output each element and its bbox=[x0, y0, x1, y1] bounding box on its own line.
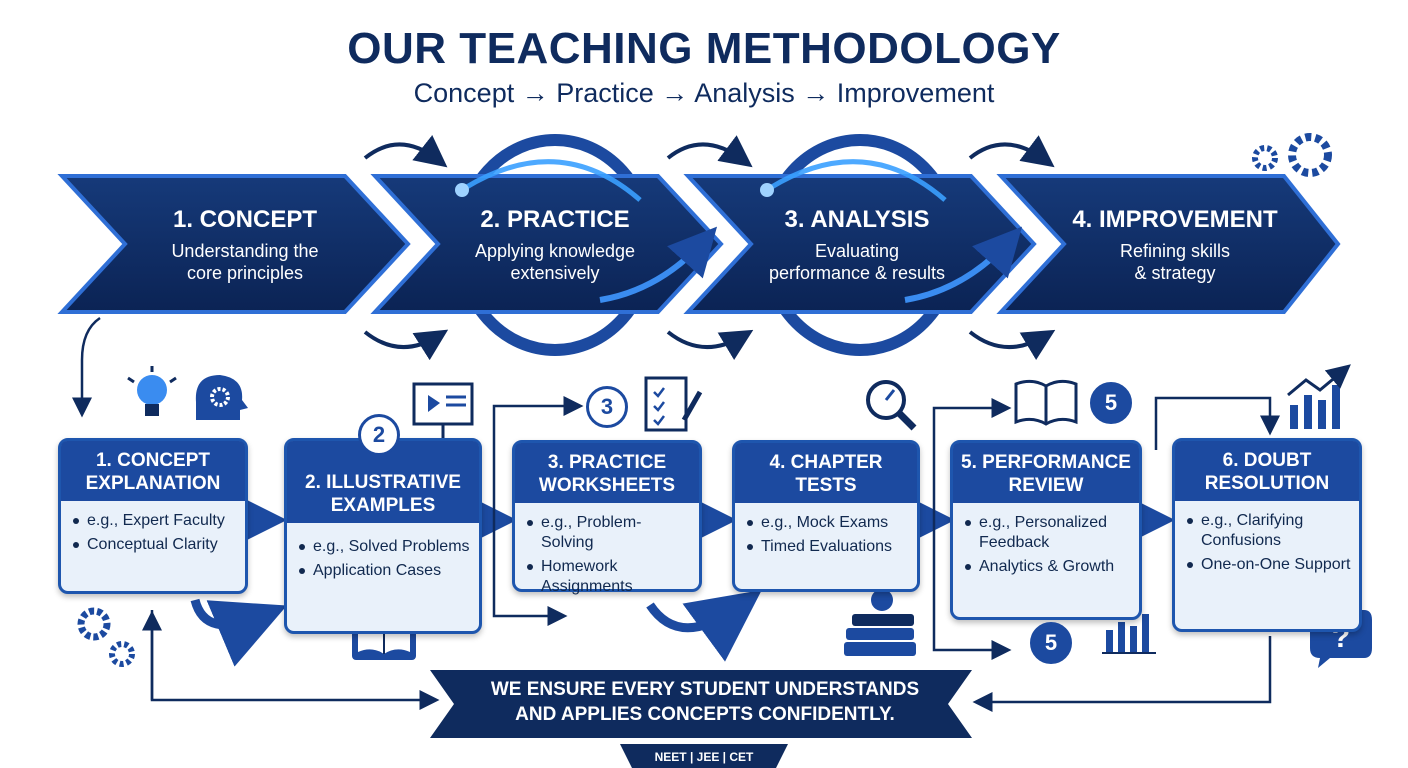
card-doubt-resolution: 6. DOUBT RESOLUTION e.g., Clarifying Con… bbox=[1172, 438, 1362, 632]
card-title: TESTS bbox=[795, 475, 857, 496]
chevron-analysis bbox=[683, 174, 1037, 314]
card-title: WORKSHEETS bbox=[538, 475, 676, 496]
card-title: EXPLANATION bbox=[85, 473, 221, 494]
card-item: e.g., Mock Exams bbox=[747, 513, 909, 533]
card-practice-worksheets: 3. PRACTICE WORKSHEETS e.g., Problem-Sol… bbox=[512, 440, 702, 595]
card-header: 4. CHAPTER TESTS bbox=[735, 443, 917, 503]
chevron-improvement bbox=[996, 174, 1341, 314]
card-item: Timed Evaluations bbox=[747, 537, 909, 557]
gears-small-icon bbox=[77, 607, 135, 667]
presentation-board-icon bbox=[412, 382, 474, 438]
page-title: OUR TEACHING METHODOLOGY bbox=[347, 24, 1061, 73]
card-header: 6. DOUBT RESOLUTION bbox=[1175, 441, 1359, 501]
banner-message: WE ENSURE EVERY STUDENT UNDERSTANDS AND … bbox=[440, 677, 970, 727]
card-item: Analytics & Growth bbox=[965, 557, 1131, 577]
stage-desc: Refining skills bbox=[1119, 241, 1231, 261]
stage-title: 2. PRACTICE bbox=[480, 206, 630, 233]
card-title: 2. ILLUSTRATIVE bbox=[305, 472, 461, 493]
checklist-pencil-icon bbox=[644, 376, 703, 432]
card-title: 1. CONCEPT bbox=[95, 450, 211, 471]
card-title: REVIEW bbox=[1008, 475, 1084, 496]
stage-desc: Understanding the bbox=[171, 241, 319, 261]
card-illustrative-examples: 2. ILLUSTRATIVE EXAMPLES e.g., Solved Pr… bbox=[284, 438, 482, 634]
banner-line: WE ENSURE EVERY STUDENT UNDERSTANDS bbox=[490, 679, 920, 700]
card-header: 5. PERFORMANCE REVIEW bbox=[953, 443, 1139, 503]
card-item: e.g., Clarifying Confusions bbox=[1187, 511, 1351, 551]
magnifier-gauge-icon bbox=[866, 380, 917, 431]
stage-improvement: 4. IMPROVEMENT Refining skills & strateg… bbox=[1050, 206, 1300, 284]
card-title: EXAMPLES bbox=[330, 495, 436, 516]
stage-desc: Applying knowledge bbox=[474, 241, 636, 261]
card-title: RESOLUTION bbox=[1204, 473, 1330, 494]
banner-line: AND APPLIES CONCEPTS CONFIDENTLY. bbox=[515, 704, 895, 725]
card-title: 6. DOUBT bbox=[1222, 450, 1312, 471]
card-title: 3. PRACTICE bbox=[547, 452, 667, 473]
head-gear-icon bbox=[195, 375, 248, 420]
card-performance-review: 5. PERFORMANCE REVIEW e.g., Personalized… bbox=[950, 440, 1142, 620]
stage-desc: Evaluating bbox=[814, 241, 900, 261]
lightbulb-icon bbox=[127, 366, 177, 416]
step-number-badge: 5 bbox=[1030, 622, 1072, 664]
stage-title: 3. ANALYSIS bbox=[784, 206, 930, 233]
footer-ribbon bbox=[620, 744, 788, 768]
chevron-practice bbox=[370, 174, 724, 314]
stage-title: 4. IMPROVEMENT bbox=[1072, 206, 1278, 233]
card-chapter-tests: 4. CHAPTER TESTS e.g., Mock Exams Timed … bbox=[732, 440, 920, 592]
stage-desc: performance & results bbox=[768, 263, 946, 283]
card-item: One-on-One Support bbox=[1187, 555, 1351, 575]
books-apple-icon bbox=[844, 589, 916, 656]
banner-ribbon bbox=[430, 670, 972, 738]
stage-practice: 2. PRACTICE Applying knowledge extensive… bbox=[440, 206, 670, 284]
card-concept-explanation: 1. CONCEPT EXPLANATION e.g., Expert Facu… bbox=[58, 438, 248, 594]
stage-desc: & strategy bbox=[1134, 263, 1216, 283]
step-number-badge: 5 bbox=[1090, 382, 1132, 424]
stage-concept: 1. CONCEPT Understanding the core princi… bbox=[130, 206, 360, 284]
card-item: e.g., Personalized Feedback bbox=[965, 513, 1131, 553]
card-title: 5. PERFORMANCE bbox=[961, 452, 1131, 473]
gears-icon bbox=[1252, 133, 1332, 177]
card-item: e.g., Problem-Solving bbox=[527, 513, 691, 553]
stage-analysis: 3. ANALYSIS Evaluating performance & res… bbox=[742, 206, 972, 284]
page-subtitle: Concept → Practice → Analysis → Improvem… bbox=[413, 78, 995, 108]
card-header: 3. PRACTICE WORKSHEETS bbox=[515, 443, 699, 503]
stage-title: 1. CONCEPT bbox=[172, 206, 318, 233]
card-item: Homework Assignments bbox=[527, 557, 691, 597]
card-title: 4. CHAPTER bbox=[769, 452, 883, 473]
step-number-badge: 3 bbox=[586, 386, 628, 428]
card-item: e.g., Solved Problems bbox=[299, 537, 471, 557]
card-item: Conceptual Clarity bbox=[73, 535, 237, 555]
step-number-badge: 2 bbox=[358, 414, 400, 456]
card-item: e.g., Expert Faculty bbox=[73, 511, 237, 531]
bar-chart-small-icon bbox=[1102, 614, 1156, 654]
exam-tags: NEET | JEE | CET bbox=[654, 750, 754, 764]
bar-chart-growth-icon bbox=[1287, 364, 1351, 429]
chevron-concept bbox=[57, 174, 411, 314]
card-header: 1. CONCEPT EXPLANATION bbox=[61, 441, 245, 501]
card-item: Application Cases bbox=[299, 561, 471, 581]
open-book-icon bbox=[1014, 379, 1078, 426]
stage-desc: core principles bbox=[186, 263, 304, 283]
stage-desc: extensively bbox=[510, 263, 600, 283]
